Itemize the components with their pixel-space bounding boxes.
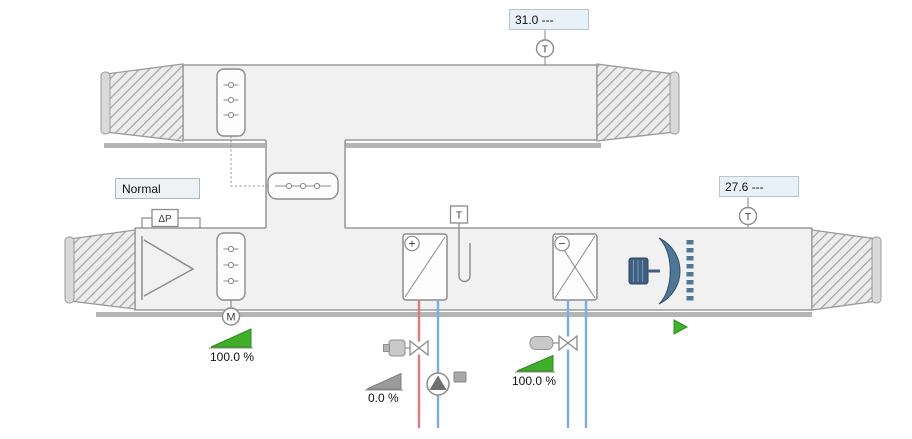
exhaust-temp-sensor-icon[interactable]: T xyxy=(535,30,555,65)
supply-temp-value-field[interactable]: 27.6 --- xyxy=(719,176,799,197)
cooling-valve-icon[interactable] xyxy=(529,334,578,352)
pump-accessory-icon xyxy=(453,371,467,383)
exhaust-damper-icon[interactable] xyxy=(216,68,246,137)
heating-valve-icon[interactable] xyxy=(383,339,429,357)
motor-symbol: M xyxy=(226,312,235,324)
heating-symbol: + xyxy=(408,237,415,251)
cooling-symbol: − xyxy=(558,237,565,251)
damper-position-indicator-icon xyxy=(209,328,253,349)
supply-temp-sensor-icon[interactable]: T xyxy=(738,197,758,229)
dp-symbol: ΔP xyxy=(158,214,172,225)
heating-valve-position-label: 0.0 % xyxy=(368,391,399,405)
duct-temp-symbol: T xyxy=(456,210,463,222)
duct-coupling-top-left xyxy=(100,63,184,142)
fan-icon[interactable] xyxy=(628,237,694,305)
supply-temp-symbol: T xyxy=(745,211,752,223)
cooling-valve-position-label: 100.0 % xyxy=(512,374,557,388)
fan-run-status-icon xyxy=(673,319,689,335)
supply-damper-icon[interactable] xyxy=(216,232,246,301)
duct-bodies xyxy=(135,65,812,310)
heating-coil-icon[interactable]: + xyxy=(402,233,448,301)
status-field[interactable]: Normal xyxy=(115,178,200,199)
mixing-damper-icon[interactable] xyxy=(267,172,339,200)
heating-valve-position-indicator-icon xyxy=(365,372,403,391)
filter-icon[interactable] xyxy=(141,236,195,300)
damper-motor-icon[interactable]: M xyxy=(221,300,241,326)
pump-icon[interactable] xyxy=(426,372,450,396)
cooling-valve-position-indicator-icon xyxy=(515,354,555,373)
filter-dp-sensor[interactable]: ΔP xyxy=(141,208,201,229)
cooling-pipes xyxy=(566,300,588,428)
duct-coupling-top-right xyxy=(596,63,680,142)
damper-linkage-line xyxy=(230,136,268,187)
duct-coupling-bottom-left xyxy=(64,229,136,310)
duct-coupling-bottom-right xyxy=(811,229,882,311)
duct-temp-sensor-icon[interactable]: T xyxy=(449,205,471,283)
duct-base-shadow xyxy=(96,143,812,317)
cooling-coil-icon[interactable]: − xyxy=(552,233,598,301)
damper-position-label: 100.0 % xyxy=(210,350,255,364)
exhaust-temp-symbol: T xyxy=(542,44,549,56)
exhaust-temp-value-field[interactable]: 31.0 --- xyxy=(509,9,589,30)
